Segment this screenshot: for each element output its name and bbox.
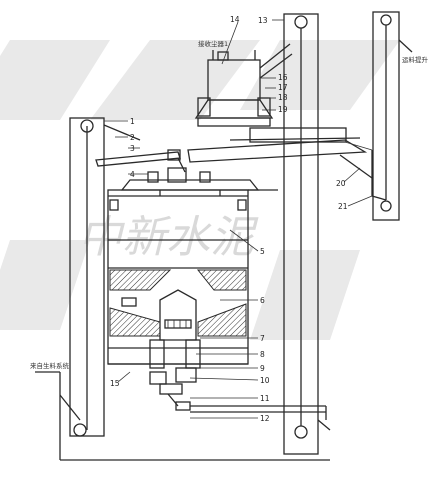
left-bucket-elevator <box>69 117 141 437</box>
label-2: 2 <box>130 133 135 142</box>
bottom-outlets <box>108 339 248 411</box>
far-right-elevator <box>372 11 413 221</box>
dust-collector <box>194 43 293 127</box>
label-1: 1 <box>130 117 135 126</box>
silo-body <box>107 189 278 365</box>
label-12: 12 <box>260 414 270 423</box>
watermark-text: 中新水泥 <box>78 212 259 263</box>
feed-note: 运料提升 <box>402 55 429 64</box>
label-21: 21 <box>338 202 348 211</box>
right-bucket-elevator <box>283 13 319 455</box>
label-20: 20 <box>336 179 346 188</box>
distributor <box>120 167 260 196</box>
label-10: 10 <box>260 376 270 385</box>
feed-chute <box>95 149 186 173</box>
label-13: 13 <box>258 16 268 25</box>
label-18: 18 <box>278 93 288 102</box>
label-11: 11 <box>260 394 270 403</box>
label-17: 17 <box>278 83 288 92</box>
bottom-conveyor <box>35 371 331 461</box>
label-8: 8 <box>260 350 265 359</box>
from-feed-system-note: 来自生料系统 <box>30 361 70 370</box>
label-3: 3 <box>130 144 135 153</box>
label-7: 7 <box>260 334 265 343</box>
label-16: 16 <box>278 73 288 82</box>
label-4: 4 <box>130 170 135 179</box>
leader-lines <box>104 19 373 419</box>
air-slide-conveyor <box>187 127 387 201</box>
label-14: 14 <box>230 15 240 24</box>
label-19: 19 <box>278 105 288 114</box>
watermark-shapes <box>0 40 400 340</box>
label-15: 15 <box>110 379 120 388</box>
inner-cone <box>109 269 247 341</box>
label-6: 6 <box>260 296 265 305</box>
label-9: 9 <box>260 364 265 373</box>
label-5: 5 <box>260 247 265 256</box>
dust-collector-note: 接收尘器1 <box>198 39 228 48</box>
